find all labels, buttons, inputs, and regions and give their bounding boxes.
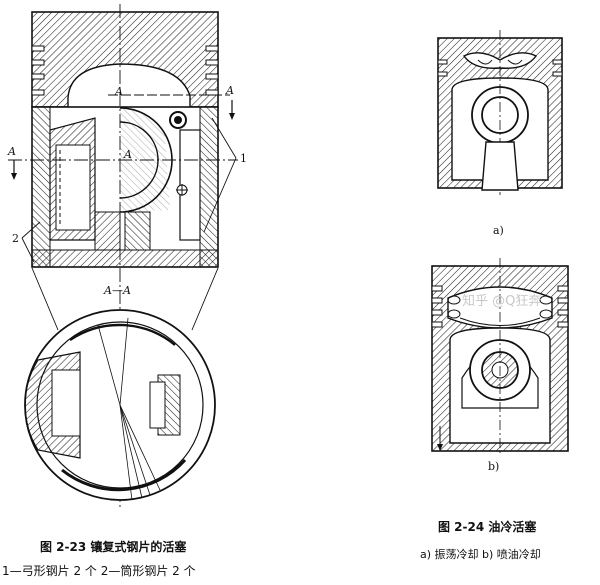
figure-2-23-caption: 图 2-23 镶复式钢片的活塞: [40, 540, 187, 554]
watermark: 知乎 @Q狂奔: [462, 294, 542, 309]
figure-2-23-drawing: [8, 4, 238, 510]
piston-crown: [31, 11, 219, 109]
section-view-a-a: [24, 309, 216, 501]
figure-2-23-legend: 1—弓形钢片 2 个 2—筒形钢片 2 个: [2, 564, 196, 578]
leader-lines: [21, 117, 237, 331]
callout-label-2: 2: [12, 232, 19, 245]
figure-2-24-legend: a) 振荡冷却 b) 喷油冷却: [420, 548, 541, 561]
subfigure-b-label: b): [488, 460, 500, 473]
section-arrow-left: [11, 160, 17, 180]
callout-label-1: 1: [240, 152, 247, 165]
label-A-right: A: [226, 84, 234, 97]
section-arrow-right: [229, 100, 235, 120]
section-title-a-a: A—A: [104, 284, 131, 297]
figure-2-24-caption: 图 2-24 油冷活塞: [438, 520, 537, 534]
figure-2-24b-drawing: [431, 258, 569, 456]
label-A-top: A: [115, 85, 123, 98]
label-A-left: A: [8, 145, 16, 158]
label-A-center: A: [124, 148, 132, 161]
subfigure-a-label: a): [493, 224, 504, 237]
figure-2-24a-drawing: [437, 30, 563, 195]
piston-skirt: [31, 106, 219, 268]
